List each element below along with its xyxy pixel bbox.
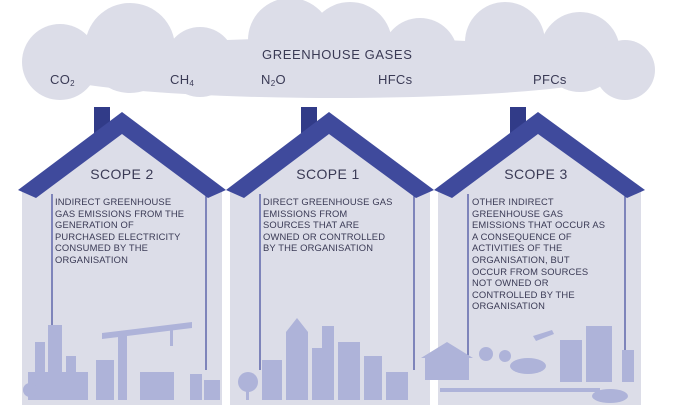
house-roof: [434, 112, 645, 198]
crane-arm: [102, 322, 192, 339]
cloud-puff: [22, 24, 98, 100]
gas-co2-base: CO: [50, 72, 71, 87]
city-silhouettes: [23, 318, 634, 403]
house-small: [425, 358, 469, 380]
cloud-puff: [165, 27, 235, 97]
town-silhouette: [421, 326, 634, 403]
house-small-roof: [421, 342, 473, 358]
scope2-description: INDIRECT GREENHOUSE GAS EMISSIONS FROM T…: [55, 196, 185, 265]
road: [440, 388, 600, 392]
tree-trunk: [246, 384, 249, 400]
cloud-puff: [248, 0, 332, 82]
scope2-title: SCOPE 2: [90, 166, 154, 182]
scope3-title: SCOPE 3: [504, 166, 568, 182]
factory-block: [28, 372, 88, 400]
gas-n2o-base: N: [261, 72, 271, 87]
tree: [23, 383, 37, 397]
building: [262, 360, 282, 400]
cloud-puff: [595, 40, 655, 100]
tree: [238, 372, 258, 392]
house-roof: [18, 112, 226, 198]
tower: [586, 326, 612, 382]
gas-ch4-sub: 4: [189, 79, 195, 88]
brick-stack: [190, 374, 202, 400]
gas-n2o-sub: 2: [270, 79, 276, 88]
chimney: [66, 356, 76, 400]
crane-tower: [118, 335, 127, 400]
gas-pfcs-base: PFCs: [533, 72, 567, 87]
gas-n2o-tail: O: [275, 72, 286, 87]
cloud-puff: [465, 2, 545, 82]
tree: [479, 347, 493, 361]
factory-tank: [96, 360, 114, 400]
tree: [499, 350, 511, 362]
gas-ch4: CH4: [170, 72, 194, 88]
tower-roof: [286, 318, 308, 332]
building: [386, 372, 408, 400]
crane-cable: [170, 326, 173, 346]
house-roof: [226, 112, 434, 198]
gas-n2o: N2O: [261, 72, 286, 88]
car: [592, 389, 628, 403]
cloud-puff: [382, 18, 458, 94]
gas-co2-sub: 2: [70, 79, 75, 88]
greenhouse-gas-cloud: [22, 0, 655, 100]
cloud-puff: [308, 2, 392, 86]
chimney: [35, 342, 45, 400]
gas-pfcs: PFCs: [533, 72, 567, 87]
gas-ch4-base: CH: [170, 72, 190, 87]
building: [364, 356, 382, 400]
tower: [286, 332, 308, 400]
traffic-light: [622, 350, 634, 382]
building: [338, 342, 360, 400]
scope1-description: DIRECT GREENHOUSE GAS EMISSIONS FROM SOU…: [263, 196, 393, 254]
gas-co2: CO2: [50, 72, 75, 88]
cloud-title: GREENHOUSE GASES: [262, 47, 413, 62]
building: [560, 340, 582, 382]
gas-hfcs-base: HFCs: [378, 72, 413, 87]
brick-stack: [204, 380, 220, 400]
plane-icon: [533, 330, 554, 341]
city-silhouette: [238, 318, 408, 400]
scope1-title: SCOPE 1: [296, 166, 360, 182]
scope1-house: [226, 107, 434, 405]
house-body: [230, 118, 430, 405]
scope3-description: OTHER INDIRECT GREENHOUSE GAS EMISSIONS …: [472, 196, 606, 312]
factory-block: [140, 372, 174, 400]
cloud-puff: [85, 3, 175, 93]
car: [510, 358, 546, 374]
industry-silhouette: [23, 322, 220, 400]
tower: [322, 326, 334, 400]
gas-hfcs: HFCs: [378, 72, 412, 87]
